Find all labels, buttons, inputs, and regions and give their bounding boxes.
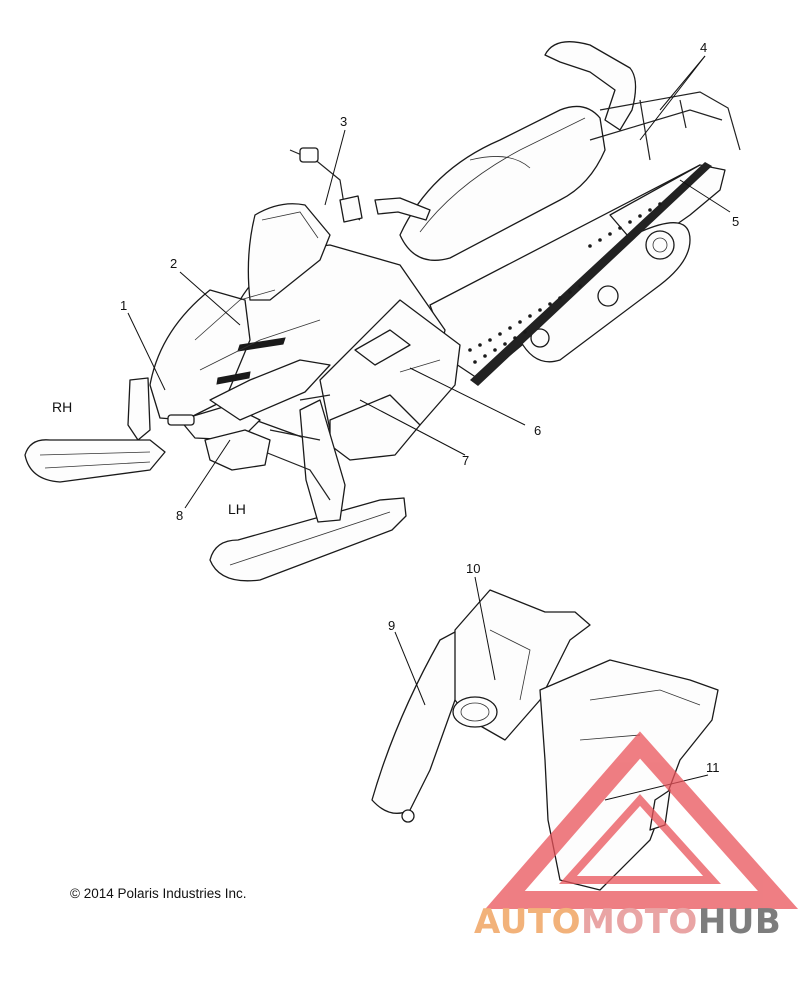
callout-4: 4 [700,40,707,55]
callout-8: 8 [176,508,183,523]
callout-3: 3 [340,114,347,129]
watermark-moto: MOTO [580,902,698,942]
callout-11: 11 [706,760,720,775]
rail-decal-stripe [470,162,712,386]
lh-label: LH [228,501,246,517]
watermark-auto: AUTO [474,902,581,942]
callout-5: 5 [732,214,739,229]
callout-10: 10 [466,561,480,576]
callout-2: 2 [170,256,177,271]
rh-label: RH [52,399,72,415]
watermark-text: AUTOMOTOHUB [474,902,781,942]
callout-9: 9 [388,618,395,633]
side-panel-detail [371,589,719,891]
tunnel-vent-dots [468,202,662,364]
callout-6: 6 [534,423,541,438]
snowmobile-illustration [24,41,741,582]
copyright-text: © 2014 Polaris Industries Inc. [70,886,247,901]
callout-7: 7 [462,453,469,468]
watermark-logo [485,731,799,909]
callout-numbers: 1 2 3 4 5 6 7 8 9 10 11 RH LH [52,40,739,775]
watermark-hub: HUB [697,902,782,942]
callout-leaders [127,55,731,801]
callout-1: 1 [120,298,127,313]
